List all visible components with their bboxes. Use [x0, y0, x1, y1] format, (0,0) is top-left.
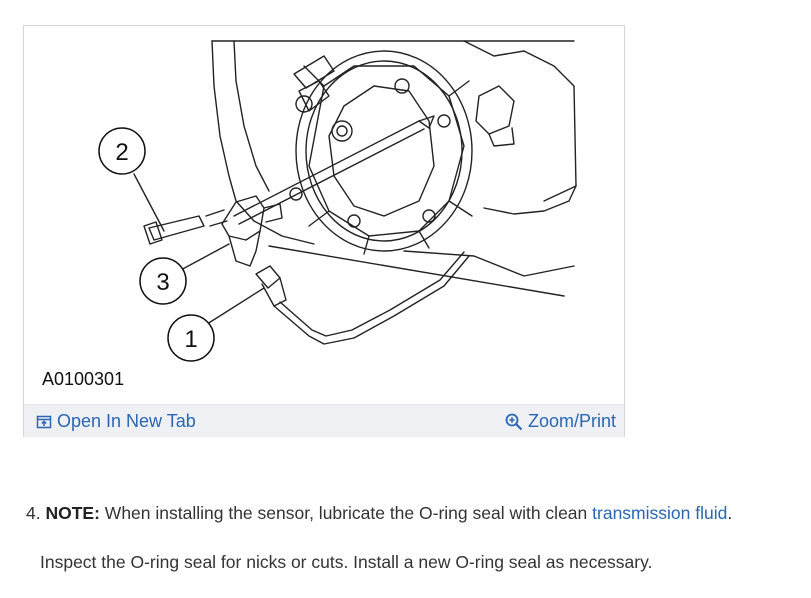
step-4: 4. NOTE: When installing the sensor, lub… — [26, 503, 732, 524]
zoom-in-icon — [505, 413, 523, 430]
callout-1: 1 — [184, 326, 197, 353]
zoom-print-link[interactable]: Zoom/Print — [505, 411, 616, 432]
note-label: NOTE: — [45, 503, 100, 523]
figure-id: A0100301 — [42, 369, 125, 389]
figure-toolbar: Open In New Tab Zoom/Print — [24, 404, 624, 437]
step-text-end: . — [727, 503, 733, 523]
open-in-new-tab-link[interactable]: Open In New Tab — [36, 411, 196, 432]
sensor-diagram: 2 3 1 — [98, 40, 577, 362]
open-tab-icon — [36, 415, 52, 428]
step-number: 4. — [26, 503, 41, 523]
transmission-fluid-link[interactable]: transmission fluid — [592, 503, 728, 523]
inspect-paragraph: Inspect the O-ring seal for nicks or cut… — [40, 552, 653, 572]
callout-3: 3 — [156, 269, 169, 296]
callout-2: 2 — [115, 139, 128, 166]
figure-container: 2 3 1 A0100301 Open In New Tab Zoom/Prin… — [23, 25, 625, 437]
open-in-new-tab-label: Open In New Tab — [57, 411, 196, 431]
step-text: When installing the sensor, lubricate th… — [99, 503, 593, 523]
zoom-print-label: Zoom/Print — [527, 411, 616, 431]
